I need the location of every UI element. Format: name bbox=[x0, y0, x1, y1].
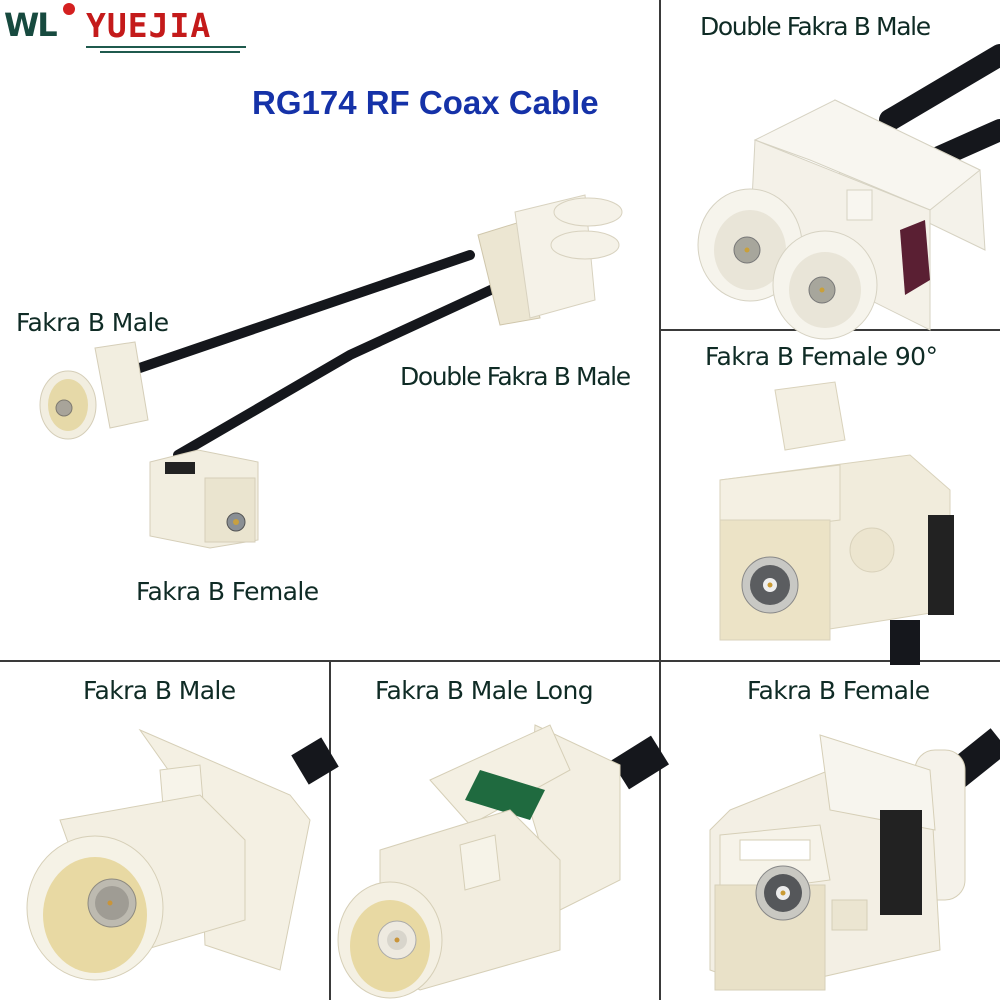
divider-horizontal-bottom bbox=[0, 660, 1000, 662]
male-connector-image bbox=[26, 728, 339, 981]
panel-label: Fakra B Female bbox=[747, 676, 930, 705]
label-fakra-b-male: Fakra B Male bbox=[16, 308, 169, 337]
panel-label: Fakra B Female 90° bbox=[705, 342, 938, 371]
divider-bottom-left bbox=[329, 661, 331, 1000]
divider-bottom-right bbox=[659, 661, 661, 1000]
logo-dot-icon bbox=[63, 3, 75, 15]
female-connector-image bbox=[709, 728, 1000, 991]
male-long-connector-image bbox=[337, 724, 670, 999]
logo-yuejia-text: YUEJIA bbox=[86, 6, 212, 45]
female-90-connector-image bbox=[719, 381, 954, 665]
panel-label: Fakra B Male Long bbox=[375, 676, 594, 705]
logo-wl-text: WL bbox=[4, 6, 58, 44]
cable-assembly-illustration bbox=[39, 194, 623, 549]
label-fakra-b-female: Fakra B Female bbox=[136, 577, 319, 606]
label-double-fakra-b-male: Double Fakra B Male bbox=[400, 362, 631, 391]
panel-label: Double Fakra B Male bbox=[700, 12, 931, 41]
double-male-connector-image bbox=[697, 44, 1000, 340]
panel-label: Fakra B Male bbox=[83, 676, 236, 705]
product-headline: RG174 RF Coax Cable bbox=[252, 84, 599, 121]
logo-underline bbox=[86, 46, 246, 48]
logo-underline-2 bbox=[100, 51, 240, 53]
